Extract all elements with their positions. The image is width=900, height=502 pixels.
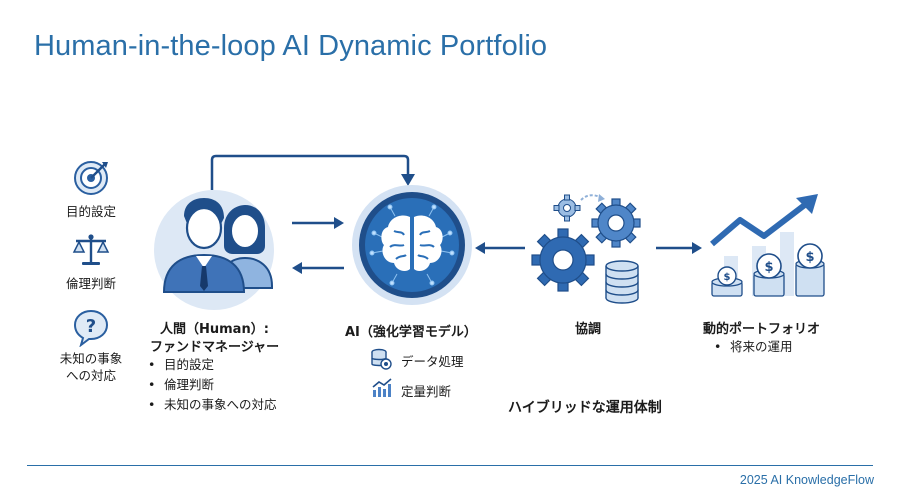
- left-label-goal: 目的設定: [65, 204, 116, 219]
- people-icon: [148, 186, 283, 314]
- human-title-line2: ファンドマネージャー: [150, 340, 280, 355]
- svg-text:?: ?: [86, 316, 96, 337]
- portfolio-items-list: 将来の運用: [712, 337, 793, 357]
- ai-item-quant-judgment: 定量判断: [401, 384, 452, 399]
- svg-text:$: $: [764, 260, 773, 275]
- arrow-human-to-ai: [292, 217, 344, 229]
- page-title: Human-in-the-loop AI Dynamic Portfolio: [34, 30, 548, 62]
- footer-text: 2025 AI KnowledgeFlow: [739, 473, 874, 487]
- list-item: 目的設定: [146, 355, 277, 375]
- human-items-list: 目的設定 倫理判断 未知の事象への対応: [146, 355, 277, 415]
- brain-icon: [350, 183, 474, 307]
- chart-icon: [371, 378, 393, 398]
- arrow-coop-to-ai: [475, 242, 525, 254]
- list-item: 倫理判断: [146, 375, 277, 395]
- arrow-ai-to-human: [292, 262, 344, 274]
- arrow-coop-to-portfolio: [656, 242, 702, 254]
- question-icon: ?: [73, 309, 109, 347]
- loop-arrow-human-to-ai: [210, 154, 415, 190]
- human-title-line1: 人間（Human）:: [160, 322, 269, 337]
- coop-title: 協調: [575, 322, 602, 337]
- ai-title: AI（強化学習モデル）: [345, 325, 477, 340]
- footer-divider: [27, 465, 873, 466]
- portfolio-title: 動的ポートフォリオ: [703, 322, 821, 337]
- list-item: 将来の運用: [712, 337, 793, 357]
- gears-coins-icon: [525, 186, 655, 306]
- target-icon: [72, 160, 110, 196]
- coop-caption: ハイブリッドな運用体制: [508, 400, 662, 416]
- left-label-ethics: 倫理判断: [65, 276, 116, 291]
- svg-text:$: $: [805, 250, 814, 265]
- growth-coins-icon: $ $ $: [706, 190, 828, 302]
- scales-icon: [71, 233, 111, 267]
- ai-item-data-processing: データ処理: [401, 354, 464, 369]
- list-item: 未知の事象への対応: [146, 395, 277, 415]
- database-icon: [370, 348, 392, 370]
- svg-text:$: $: [724, 272, 731, 283]
- left-label-unknown: 未知の事象 への対応: [59, 351, 123, 383]
